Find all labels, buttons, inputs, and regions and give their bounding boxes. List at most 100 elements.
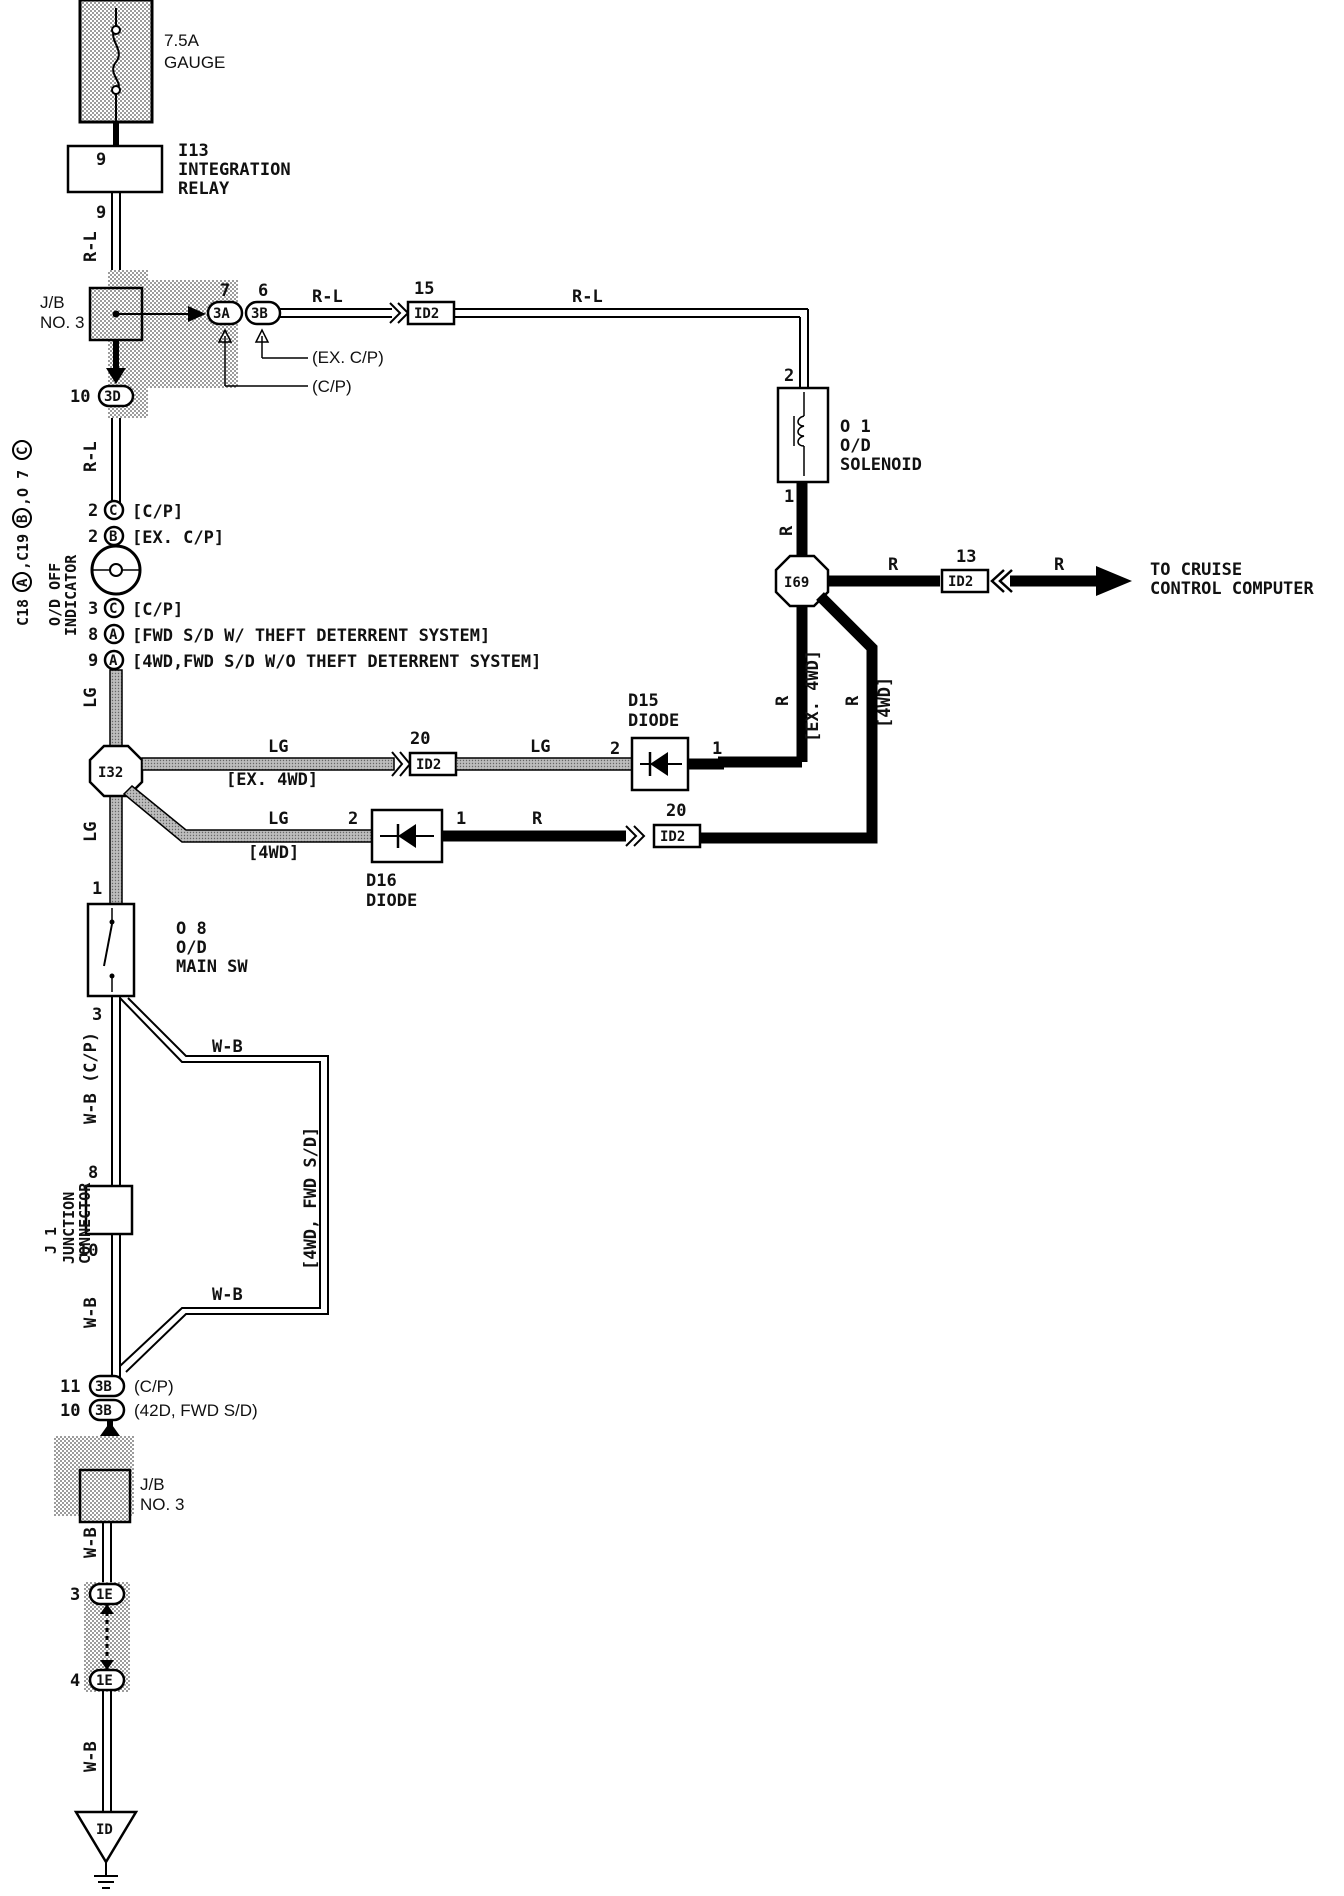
pin-8-j1: 8	[88, 1163, 98, 1183]
c3b-bottom-2: 3B	[95, 1403, 112, 1419]
ground-label: ID	[96, 1822, 113, 1838]
wire-label-r-6: R	[532, 809, 543, 829]
wire-label-lg-4: LG	[530, 737, 550, 757]
indicator-code-o7: ,O 7	[14, 470, 32, 506]
indicator-code-c19: ,C19	[14, 534, 32, 570]
pin-20-d16: 20	[666, 801, 686, 821]
wire-lg-ex4wd: LG [EX. 4WD] ID2 20 LG 2	[141, 729, 633, 790]
connector-3d: 3D 10	[70, 384, 135, 408]
conn-a-1: A	[109, 627, 118, 643]
wire-label-wb-2: W-B	[212, 1037, 243, 1057]
jb-top-line1: J/B	[40, 293, 65, 312]
id2-cruise-label: ID2	[948, 574, 973, 590]
wire-label-wb-4: W-B	[81, 1527, 101, 1558]
pin-8-a: 8	[88, 625, 98, 645]
pin-2-d15: 2	[610, 739, 620, 759]
indicator-code-a: A	[15, 578, 31, 587]
d15-name: DIODE	[628, 711, 679, 731]
wire-label-wb-1: W-B	[81, 1297, 101, 1328]
cond-ex-cp-1: [EX. C/P]	[132, 528, 224, 548]
wire-label-wb-cp: W-B (C/P)	[81, 1032, 101, 1124]
pin-11-3b: 11	[60, 1377, 80, 1397]
connector-3a-3b: 3A 3B 7 6 (EX. C/P) (C/P)	[206, 281, 384, 396]
pin-2-d16: 2	[348, 809, 358, 829]
wire-r-ex4wd: R [EX. 4WD]	[718, 606, 823, 768]
jb-no3-bottom: J/B NO. 3	[54, 1420, 184, 1524]
wire-label-r-3: R	[1054, 555, 1065, 575]
integration-relay: 9 I13 INTEGRATION RELAY	[66, 141, 291, 199]
id2-d15-label: ID2	[416, 757, 441, 773]
pin-6-3b: 6	[258, 281, 268, 301]
wire-label-wb-5: W-B	[81, 1741, 101, 1772]
pin-9-relay-bottom: 9	[96, 203, 106, 223]
d16-name: DIODE	[366, 891, 417, 911]
cond-cp-bottom: (C/P)	[134, 1377, 174, 1396]
cond-fwd-without: [4WD,FWD S/D W/O THEFT DETERRENT SYSTEM]	[132, 652, 541, 672]
pin-1-d16: 1	[456, 809, 466, 829]
main-sw-line2: MAIN SW	[176, 957, 248, 977]
indicator-code-c18: C18	[14, 599, 32, 626]
cond-fwd-with: [FWD S/D W/ THEFT DETERRENT SYSTEM]	[132, 626, 490, 646]
connector-3b-label: 3B	[251, 306, 268, 322]
wire-label-wb-3: W-B	[212, 1285, 243, 1305]
wire-wb-ground: W-B 1E 3 1E 4 W-B	[70, 1522, 130, 1812]
pin-10-3b: 10	[60, 1401, 80, 1421]
conn-c-2: C	[109, 601, 117, 617]
indicator-code-b: B	[15, 515, 31, 523]
ground-symbol: ID	[73, 1810, 139, 1889]
pin-3-1e: 3	[70, 1585, 80, 1605]
jb-bottom-line2: NO. 3	[140, 1495, 184, 1514]
junction-i32: I32	[88, 744, 144, 798]
pin-10-3d: 10	[70, 387, 90, 407]
pin-2-c: 2	[88, 501, 98, 521]
wire-label-rl-3: R-L	[312, 287, 343, 307]
od-off-indicator: C 2 [C/P] B 2 [EX. C/P] C 3 [C/P] A 8 [F…	[12, 440, 541, 672]
cruise-line1: TO CRUISE	[1150, 560, 1242, 580]
pin-4-1e: 4	[70, 1671, 80, 1691]
main-sw-line1: O/D	[176, 938, 207, 958]
pin-13: 13	[956, 547, 976, 567]
wire-label-r-4: R	[773, 695, 793, 706]
d15-code: D15	[628, 691, 659, 711]
diode-d15: D15 DIODE 1	[628, 691, 724, 792]
c1e-2: 1E	[96, 1673, 113, 1689]
wire-label-rl-2: R-L	[81, 441, 101, 472]
wire-label-lg-2: LG	[81, 822, 101, 842]
jb-top-line2: NO. 3	[40, 313, 84, 332]
pin-1-main-sw: 1	[92, 879, 102, 899]
pin-3-c: 3	[88, 599, 98, 619]
solenoid-code: O 1	[840, 417, 871, 437]
j1-code: J 1	[42, 1227, 60, 1254]
wire-label-lg-1: LG	[81, 688, 101, 708]
c3b-bottom-1: 3B	[95, 1379, 112, 1395]
pin-2-b: 2	[88, 527, 98, 547]
pin-1-d15: 1	[712, 739, 722, 759]
cruise-line2: CONTROL COMPUTER	[1150, 579, 1315, 599]
solenoid-line2: SOLENOID	[840, 455, 922, 475]
cond-cp-2: [C/P]	[132, 600, 183, 620]
pin-10-j1: 10	[78, 1241, 98, 1261]
cond-ex-4wd-vertical: [EX. 4WD]	[803, 650, 823, 742]
wire-label-lg-3: LG	[268, 737, 288, 757]
connector-3d-label: 3D	[104, 389, 121, 405]
wire-label-r-2: R	[888, 555, 899, 575]
conn-b-1: B	[109, 529, 117, 545]
fuse-7-5a-gauge: 7.5A GAUGE	[78, 0, 225, 124]
indicator-line2: INDICATOR	[62, 554, 80, 636]
jb-bottom-line1: J/B	[140, 1475, 165, 1494]
wire-label-rl-4: R-L	[572, 287, 603, 307]
pin-1-solenoid: 1	[784, 487, 794, 507]
pin-7-3a: 7	[220, 281, 230, 301]
wire-label-r-5: R	[843, 695, 863, 706]
relay-pin: 9	[96, 150, 106, 170]
pin-3-main-sw: 3	[92, 1005, 102, 1025]
connector-id2-top: ID2 15	[406, 279, 456, 326]
wire-lg-4wd: LG [4WD] 2	[122, 784, 373, 863]
od-solenoid: O 1 O/D SOLENOID 1	[776, 386, 922, 507]
c1e-1: 1E	[96, 1587, 113, 1603]
cond-42d-fwd: (42D, FWD S/D)	[134, 1401, 258, 1420]
indicator-line1: O/D OFF	[46, 563, 64, 626]
main-sw-code: O 8	[176, 919, 207, 939]
junction-connector-j1: 8 10 J 1 JUNCTION CONNECTOR	[42, 1163, 134, 1264]
